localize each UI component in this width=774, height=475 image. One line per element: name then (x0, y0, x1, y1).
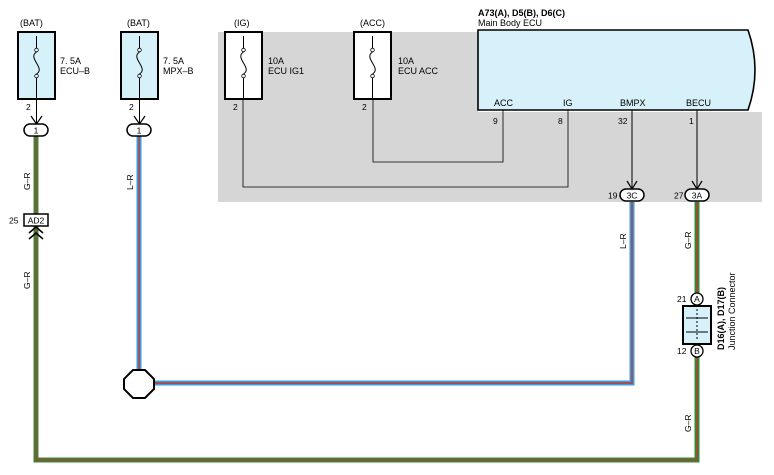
ecu-name: Main Body ECU (478, 18, 542, 28)
fuse-name-4: ECU ACC (398, 66, 439, 76)
ig-internal-wire (242, 100, 569, 188)
fuse-symbol-icon (369, 36, 376, 99)
connector-3a-id: 3A (692, 191, 703, 201)
wire-label-gr-top: G–R (22, 173, 32, 190)
fuse-supply-3: (IG) (234, 18, 250, 28)
wire-label-gr-mid: G–R (22, 272, 32, 289)
ecu-code: A73(A), D5(B), D6(C) (478, 8, 565, 18)
connector-1-label: 1 (34, 126, 39, 136)
fuse-pin-3: 2 (233, 102, 238, 112)
fuse-amp-2: 7. 5A (163, 56, 184, 66)
junction-id-b: B (694, 346, 700, 356)
fuse-amp-4: 10A (398, 56, 414, 66)
connector-3a: 3A 27 (674, 180, 710, 202)
wire-l-r (136, 136, 635, 386)
ecu-pin-bmpx: 32 (618, 116, 628, 126)
ecu-pin-becu: 1 (689, 116, 694, 126)
connector-3c-id: 3C (627, 191, 638, 201)
fuse-amp-1: 7. 5A (60, 56, 81, 66)
fuse-symbol-icon (136, 36, 143, 99)
fuse-symbol-icon (240, 36, 247, 99)
fuse-name-2: MPX–B (163, 66, 194, 76)
connector-1-mpx-b: 1 (126, 115, 152, 137)
main-body-ecu-box (477, 29, 756, 111)
junction-connector: A 21 B 12 (677, 292, 712, 358)
wire-label-lr-left: L–R (125, 174, 135, 190)
connector-ad2: AD2 25 (9, 213, 49, 240)
fuse-supply-4: (ACC) (360, 18, 385, 28)
fuse-supply-2: (BAT) (127, 18, 150, 28)
junction-id-a: A (694, 294, 700, 304)
fuse-amp-3: 10A (268, 56, 284, 66)
ecu-pin-ig: 8 (558, 116, 563, 126)
ecu-pin-acc: 9 (493, 116, 498, 126)
connector-3a-pin: 27 (674, 191, 684, 201)
connector-ad2-id: AD2 (28, 216, 45, 226)
fuse-name-1: ECU–B (60, 66, 90, 76)
wire-label-lr-right: L–R (618, 233, 628, 249)
fuse-symbol-icon (33, 36, 40, 99)
connector-1-mpx-label: 1 (137, 126, 142, 136)
junction-name: Junction Connector (727, 272, 737, 350)
splice-point-icon (123, 369, 155, 399)
ecu-terminal-acc: ACC (494, 98, 514, 108)
junction-code: D16(A), D17(B) (716, 287, 726, 350)
wire-label-gr-right-bottom: G–R (683, 415, 693, 432)
fuse-pin-4: 2 (362, 102, 367, 112)
fuse-name-3: ECU IG1 (268, 66, 304, 76)
acc-internal-wire (372, 100, 504, 163)
connector-3c-pin: 19 (608, 191, 618, 201)
junction-pin-a: 21 (677, 294, 687, 304)
ecu-terminal-bmpx: BMPX (620, 98, 646, 108)
junction-pin-b: 12 (677, 346, 687, 356)
fuse-pin-2: 2 (129, 102, 134, 112)
fuse-pin-1: 2 (26, 102, 31, 112)
connector-ad2-pin: 25 (9, 216, 19, 226)
ecu-terminal-becu: BECU (686, 98, 711, 108)
connector-3c: 3C 19 (608, 180, 645, 202)
connector-1-ecu-b: 1 (23, 115, 49, 137)
ecu-terminal-ig: IG (563, 98, 573, 108)
fuse-supply-1: (BAT) (20, 18, 43, 28)
wire-label-gr-right-top: G–R (683, 232, 693, 249)
